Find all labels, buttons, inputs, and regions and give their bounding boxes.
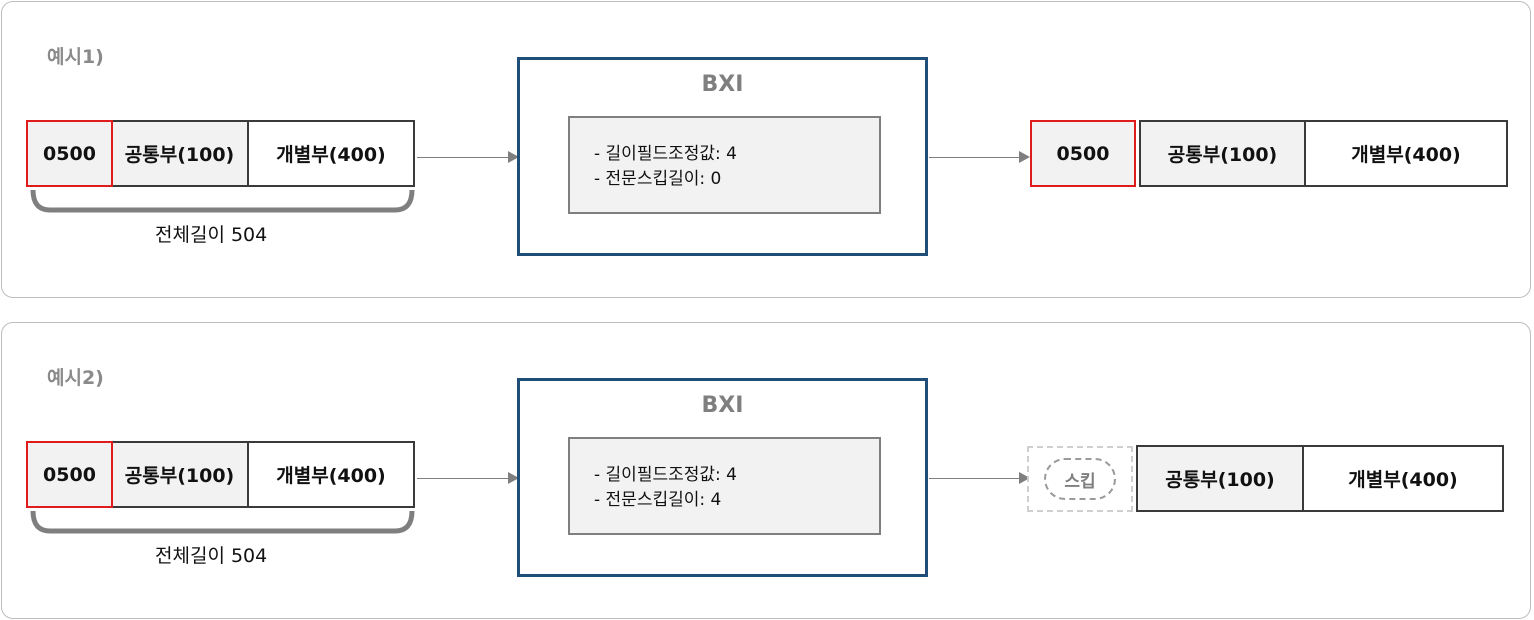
example-2-bxi-settings: - 길이필드조정값: 4 - 전문스킵길이: 4 xyxy=(568,437,881,535)
example-1-bxi-line-skip: - 전문스킵길이: 0 xyxy=(594,169,722,189)
example-1-bxi-title: BXI xyxy=(701,72,744,97)
example-2-arrow-in-head xyxy=(508,472,519,484)
example-2-arrow-in xyxy=(417,478,509,479)
example-2-title: 예시2) xyxy=(47,367,104,389)
example-2-input-length-field: 0500 xyxy=(26,441,113,508)
example-1-output-common: 공통부(100) xyxy=(1139,120,1306,187)
example-2-total-length-brace xyxy=(30,510,415,534)
example-1-input-length-field: 0500 xyxy=(26,120,113,187)
example-1-output-length-field: 0500 xyxy=(1030,120,1136,187)
example-1-total-length-brace xyxy=(30,189,415,213)
example-1-output-individual: 개별부(400) xyxy=(1304,120,1508,187)
example-2-panel: 예시2) 공통부(100) 개별부(400) 0500 전체길이 504 BXI… xyxy=(1,322,1531,619)
example-2-total-length-label: 전체길이 504 xyxy=(155,545,268,567)
example-2-output-individual: 개별부(400) xyxy=(1302,445,1504,512)
example-2-bxi-line-adjust: - 길이필드조정값: 4 xyxy=(594,465,737,485)
example-2-output-common: 공통부(100) xyxy=(1136,445,1304,512)
example-1-input-individual: 개별부(400) xyxy=(247,120,415,187)
example-2-skip-label: 스킵 xyxy=(1044,458,1116,500)
example-1-arrow-in-head xyxy=(508,151,519,163)
example-1-panel: 예시1) 공통부(100) 개별부(400) 0500 전체길이 504 BXI… xyxy=(1,1,1531,298)
example-1-input-common: 공통부(100) xyxy=(110,120,249,187)
example-2-bxi-box: BXI - 길이필드조정값: 4 - 전문스킵길이: 4 xyxy=(517,378,928,577)
example-2-arrow-out-head xyxy=(1019,472,1030,484)
example-2-output-skipped-field: 스킵 xyxy=(1027,446,1133,512)
example-2-arrow-out xyxy=(929,478,1020,479)
example-1-bxi-box: BXI - 길이필드조정값: 4 - 전문스킵길이: 0 xyxy=(517,57,928,256)
example-2-bxi-title: BXI xyxy=(701,393,744,418)
example-1-bxi-line-adjust: - 길이필드조정값: 4 xyxy=(594,144,737,164)
example-1-arrow-out-head xyxy=(1019,151,1030,163)
example-1-bxi-settings: - 길이필드조정값: 4 - 전문스킵길이: 0 xyxy=(568,116,881,214)
example-2-bxi-line-skip: - 전문스킵길이: 4 xyxy=(594,490,722,510)
example-2-input-common: 공통부(100) xyxy=(110,441,249,508)
example-1-total-length-label: 전체길이 504 xyxy=(155,224,268,246)
example-2-input-individual: 개별부(400) xyxy=(247,441,415,508)
example-1-arrow-in xyxy=(417,157,509,158)
example-1-title: 예시1) xyxy=(47,46,104,68)
example-1-arrow-out xyxy=(929,157,1020,158)
